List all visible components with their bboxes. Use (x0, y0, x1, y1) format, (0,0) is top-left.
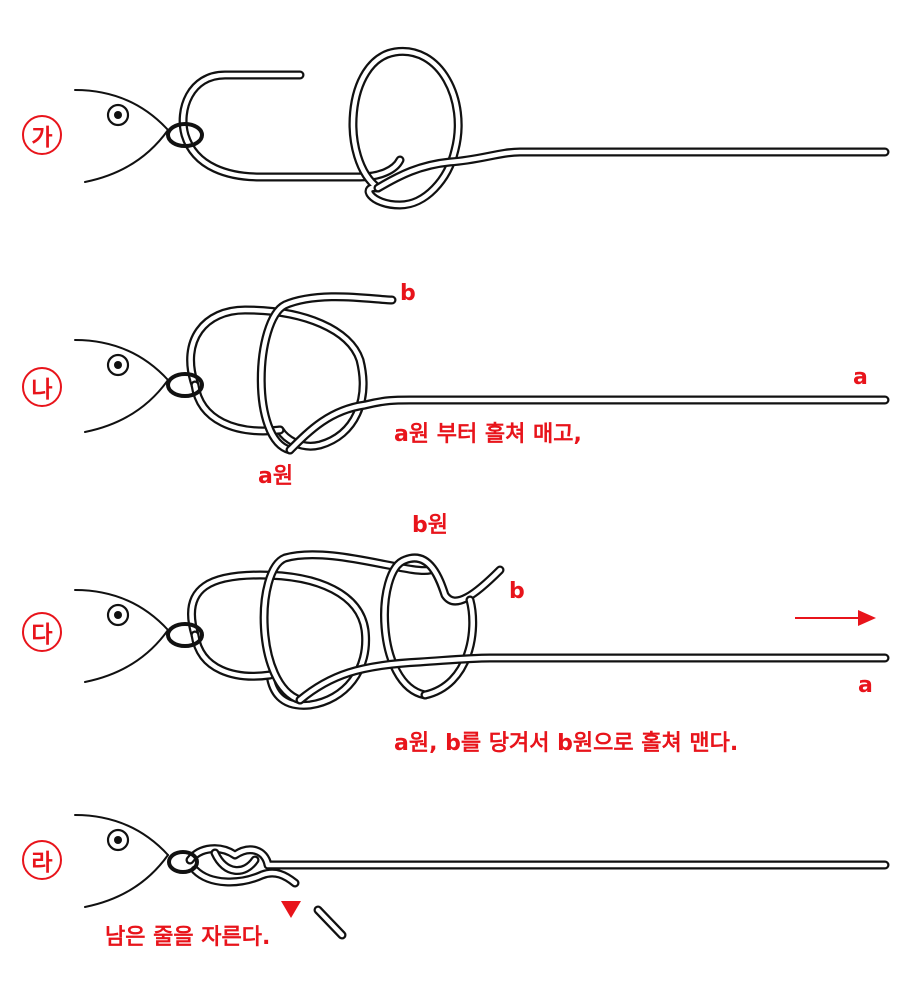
step-2-caption: a원 부터 홀쳐 매고, (394, 422, 582, 447)
step-3-badge: 다 (22, 612, 62, 652)
split-ring-icon (167, 850, 199, 874)
line-end-b-label: b (509, 579, 525, 604)
step-3-drawing (73, 550, 890, 710)
line-end-b-label: b (400, 281, 416, 306)
line-end-a-label: a (858, 673, 873, 698)
split-ring-icon (166, 122, 204, 148)
line-end-a-label: a (853, 365, 868, 390)
lure-icon (73, 88, 170, 184)
line-step-4 (185, 844, 890, 940)
split-ring-icon (166, 372, 204, 398)
cut-arrow (281, 901, 301, 918)
step-1-badge: 가 (22, 115, 62, 155)
lure-icon (73, 338, 170, 434)
pull-arrow-head (858, 610, 876, 626)
line-step-2 (186, 292, 890, 455)
step-4-badge: 라 (22, 840, 62, 880)
split-ring-icon (166, 622, 204, 648)
step-4-drawing (73, 813, 890, 940)
step-3-caption: a원, b를 당겨서 b원으로 홀쳐 맨다. (394, 731, 739, 756)
loop-b-label: b원 (412, 513, 448, 538)
lure-icon (73, 588, 170, 684)
line-step-3 (186, 550, 890, 710)
line-step-1 (178, 46, 890, 210)
step-4-caption: 남은 줄을 자른다. (105, 925, 271, 950)
step-1-drawing (73, 46, 890, 210)
step-2-badge: 나 (22, 367, 62, 407)
loop-a-label: a원 (258, 464, 294, 489)
step-2-drawing (73, 292, 890, 455)
lure-icon (73, 813, 170, 909)
